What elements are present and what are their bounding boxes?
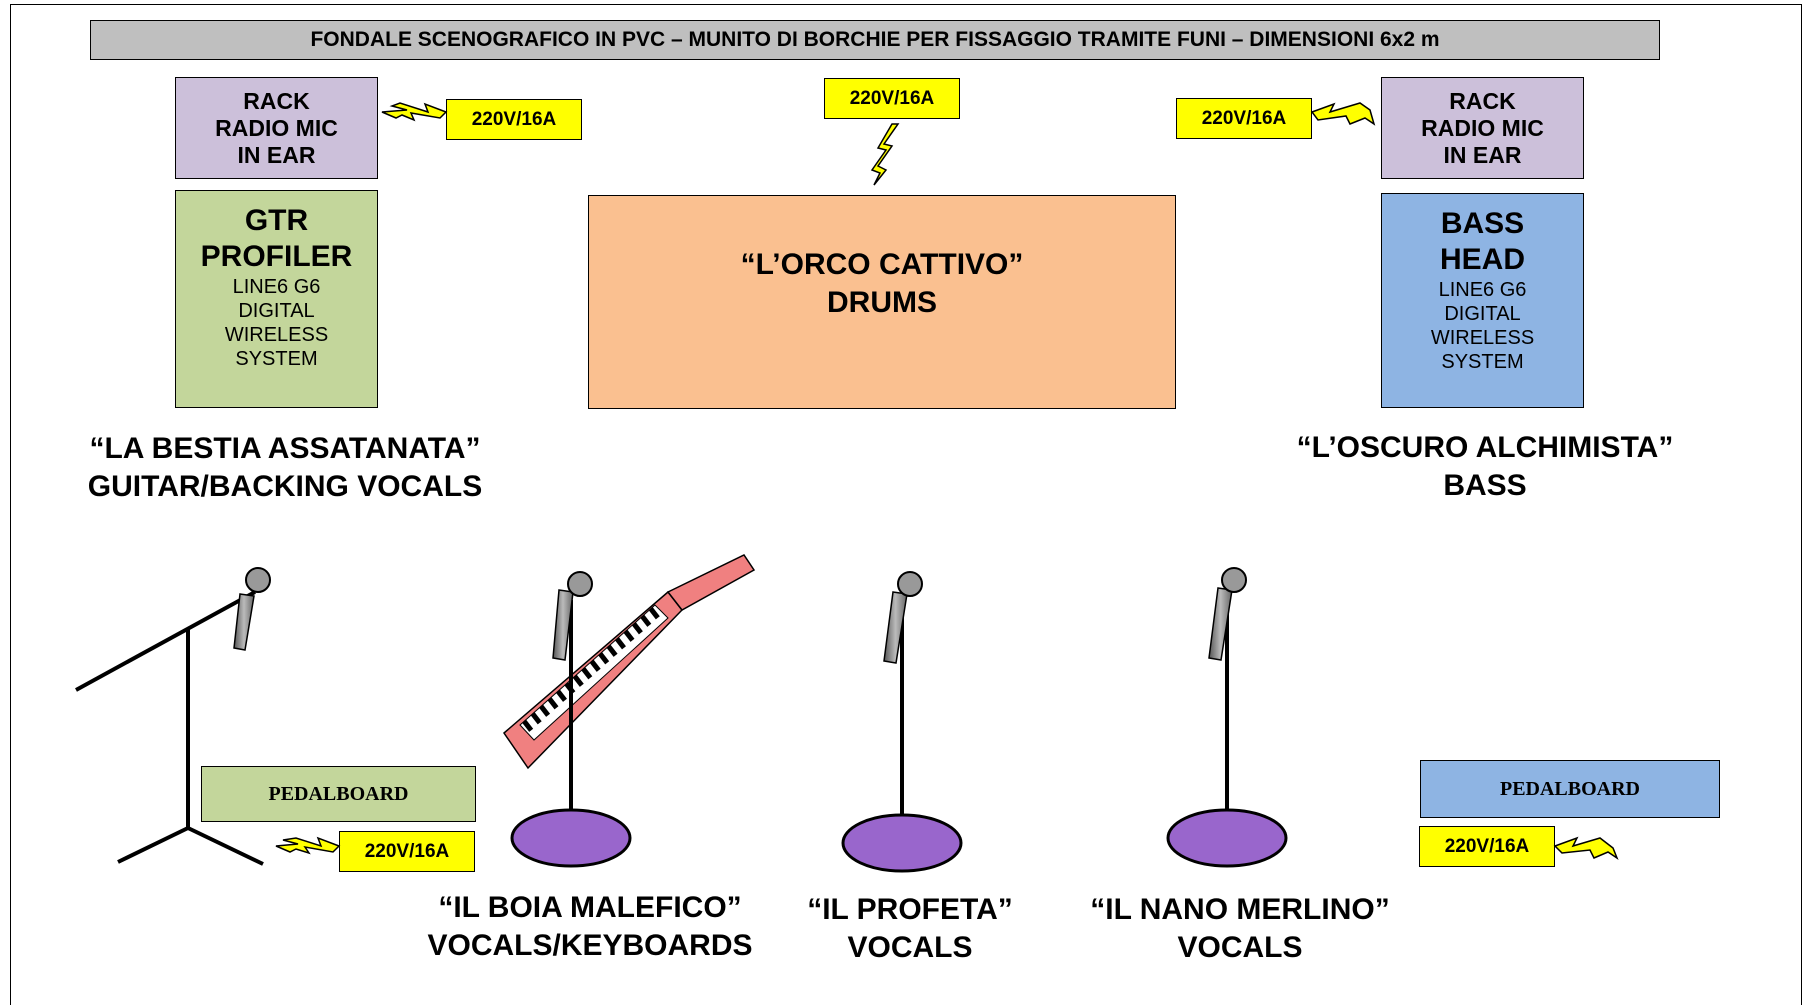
pedalboard-bass-label: PEDALBOARD <box>1499 777 1640 800</box>
bass-sub-2: DIGITAL <box>1444 303 1521 325</box>
drums-riser: “L’ORCO CATTIVO” DRUMS <box>588 195 1176 409</box>
bass-sub-4: SYSTEM <box>1441 351 1524 373</box>
bass-title-1: BASS <box>1440 207 1525 240</box>
keytar-key <box>581 667 593 680</box>
rack-radio-mic-right: RACK RADIO MIC IN EAR <box>1381 77 1584 179</box>
microphone-icon <box>883 571 923 664</box>
keytar-key <box>556 689 567 702</box>
bass-sub-3: WIRELESS <box>1430 327 1535 349</box>
bass-head-box: BASS HEAD LINE6 G6 DIGITAL WIRELESS SYST… <box>1381 193 1584 408</box>
rack-right-line2: RADIO MIC <box>1421 114 1544 141</box>
power-tag-text: 220V/16A <box>849 87 935 109</box>
rack-left-line1: RACK <box>243 87 310 114</box>
power-tag-text: 220V/16A <box>471 108 557 130</box>
power-tag-text: 220V/16A <box>364 840 450 862</box>
gtr-sub-2: DIGITAL <box>238 300 315 322</box>
boom-mic-stand <box>75 590 264 866</box>
backdrop-header-text: FONDALE SCENOGRAFICO IN PVC – MUNITO DI … <box>310 28 1440 51</box>
rack-radio-mic-left: RACK RADIO MIC IN EAR <box>175 77 378 179</box>
gtr-title-2: PROFILER <box>200 240 353 273</box>
mic-stand-keys <box>510 600 632 868</box>
power-tag-text: 220V/16A <box>1201 107 1287 129</box>
keytar-key <box>640 614 652 627</box>
keytar-key <box>522 719 534 732</box>
musician-guitar-label: “LA BESTIA ASSATANATA” GUITAR/BACKING VO… <box>30 430 540 506</box>
gtr-profiler-box: GTR PROFILER LINE6 G6 DIGITAL WIRELESS S… <box>175 190 378 408</box>
bass-title-2: HEAD <box>1439 243 1525 276</box>
pedalboard-guitar: PEDALBOARD <box>201 766 476 822</box>
musician-profeta-role: VOCALS <box>847 931 973 964</box>
lightning-icon <box>1310 102 1376 126</box>
power-tag-rack-left: 220V/16A <box>446 99 582 140</box>
gtr-sub-4: SYSTEM <box>235 348 318 370</box>
rack-right-line1: RACK <box>1449 87 1516 114</box>
power-tag-pedalboard-right: 220V/16A <box>1419 826 1555 867</box>
lightning-icon <box>1553 836 1619 860</box>
lightning-icon <box>275 836 341 855</box>
mic-stand-profeta <box>841 600 963 873</box>
musician-merlino-name: “IL NANO MERLINO” <box>1090 893 1390 926</box>
musician-bass-label: “L’OSCURO ALCHIMISTA” BASS <box>1250 429 1720 505</box>
power-tag-rack-right: 220V/16A <box>1176 98 1312 139</box>
keytar-key <box>530 712 542 725</box>
backdrop-header: FONDALE SCENOGRAFICO IN PVC – MUNITO DI … <box>90 20 1660 60</box>
keytar-key <box>648 607 660 620</box>
gtr-title-1: GTR <box>244 204 309 237</box>
keytar-key <box>589 659 601 672</box>
microphone-icon <box>552 571 593 661</box>
power-tag-text: 220V/16A <box>1444 835 1530 857</box>
rack-right-line3: IN EAR <box>1443 141 1522 168</box>
power-tag-pedalboard-left: 220V/16A <box>339 831 475 872</box>
musician-bass-role: BASS <box>1443 469 1527 502</box>
bass-sub-1: LINE6 G6 <box>1438 279 1527 301</box>
gtr-sub-3: WIRELESS <box>224 324 329 346</box>
keytar-key <box>615 637 626 650</box>
musician-keys-label: “IL BOIA MALEFICO” VOCALS/KEYBOARDS <box>380 889 800 965</box>
keytar-key <box>547 697 559 710</box>
stage-frame <box>10 4 1802 1005</box>
musician-keys-role: VOCALS/KEYBOARDS <box>427 929 753 962</box>
keytar-key <box>572 674 584 687</box>
lightning-icon <box>381 102 448 122</box>
microphone-icon <box>233 567 271 651</box>
microphone-icon <box>1208 567 1247 661</box>
musician-keys-name: “IL BOIA MALEFICO” <box>438 891 742 924</box>
musician-guitar-role: GUITAR/BACKING VOCALS <box>87 470 483 503</box>
musician-bass-name: “L’OSCURO ALCHIMISTA” <box>1296 431 1674 464</box>
keytar-key <box>606 644 618 657</box>
musician-guitar-name: “LA BESTIA ASSATANATA” <box>89 432 481 465</box>
keytar-key <box>539 704 551 717</box>
drums-label: DRUMS <box>827 286 937 319</box>
rack-left-line2: RADIO MIC <box>215 114 338 141</box>
pedalboard-guitar-label: PEDALBOARD <box>268 782 409 805</box>
musician-profeta-name: “IL PROFETA” <box>807 893 1013 926</box>
power-tag-drums: 220V/16A <box>824 78 960 119</box>
keytar-icon <box>503 554 756 770</box>
musician-merlino-label: “IL NANO MERLINO” VOCALS <box>1060 891 1420 967</box>
drummer-name: “L’ORCO CATTIVO” <box>740 248 1024 281</box>
lightning-icon <box>870 123 900 186</box>
gtr-sub-1: LINE6 G6 <box>232 276 321 298</box>
keytar-key <box>598 652 610 665</box>
musician-profeta-label: “IL PROFETA” VOCALS <box>780 891 1040 967</box>
keytar-key <box>631 622 643 635</box>
keytar-key <box>623 629 635 642</box>
pedalboard-bass: PEDALBOARD <box>1420 760 1720 818</box>
mic-stand-merlino <box>1166 595 1288 868</box>
musician-merlino-role: VOCALS <box>1177 931 1303 964</box>
rack-left-line3: IN EAR <box>237 141 316 168</box>
